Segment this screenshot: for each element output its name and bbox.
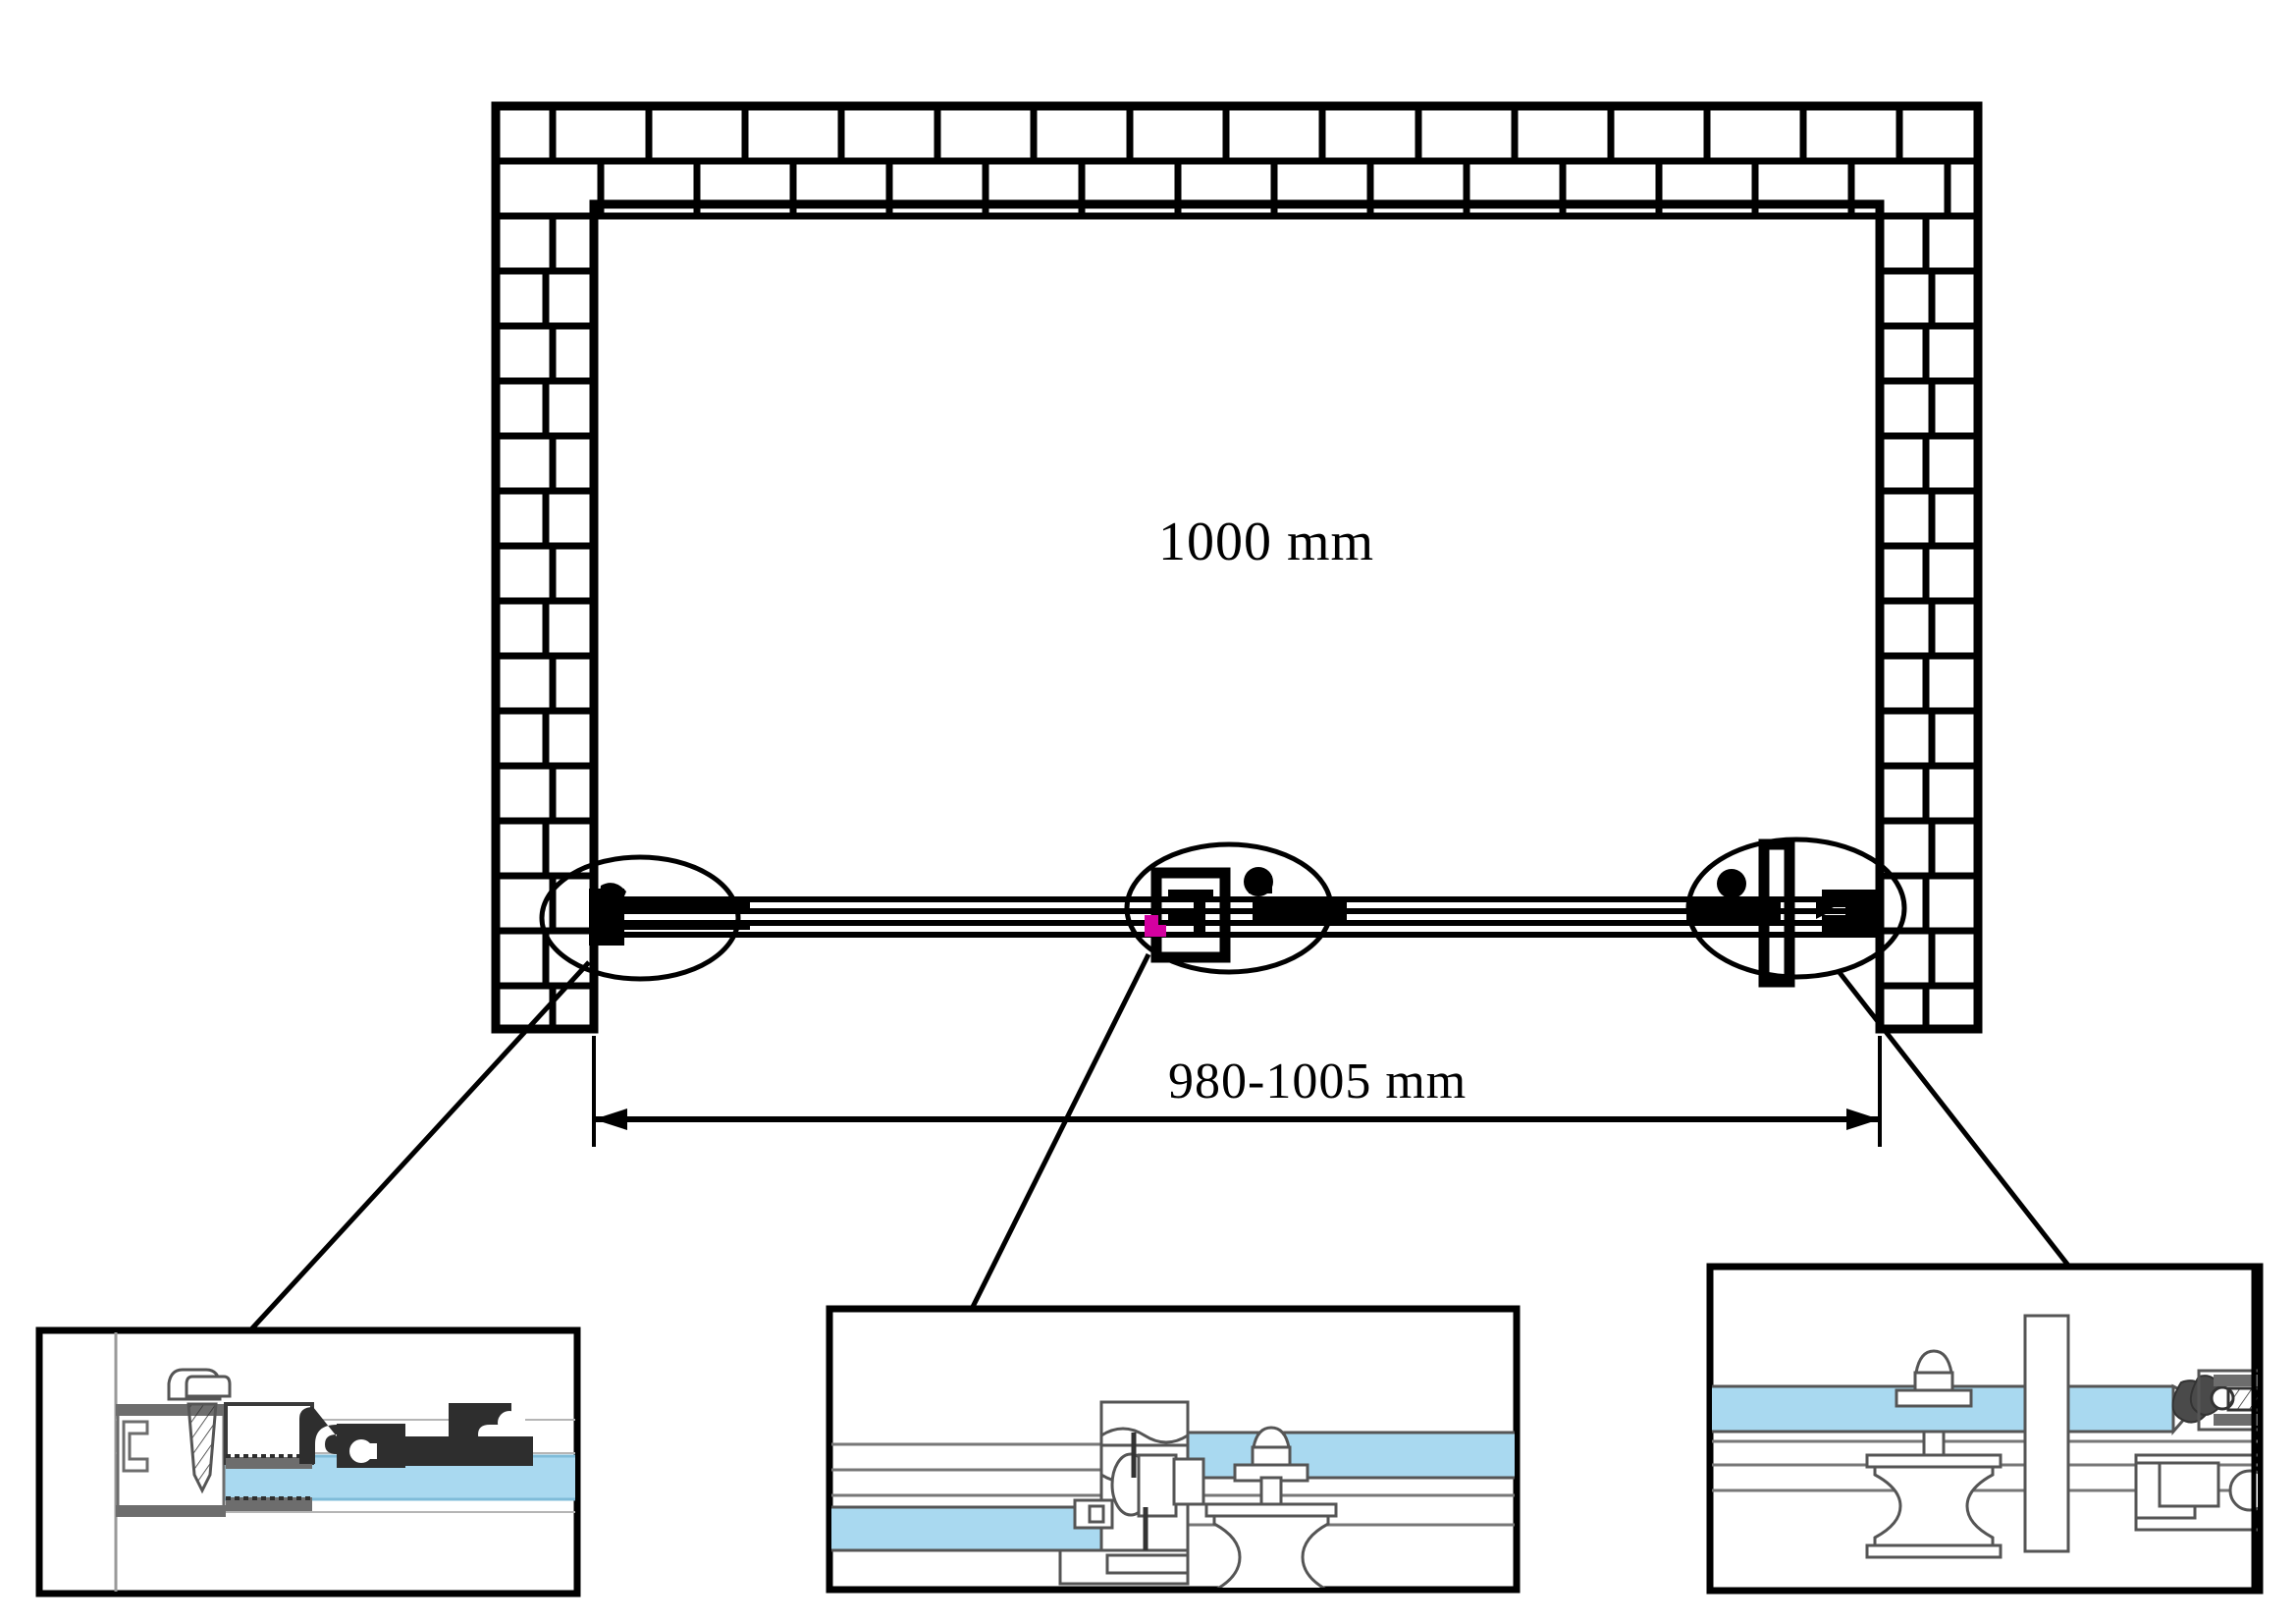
right-roller-handle-main — [1686, 839, 1883, 988]
detail-box-right — [1706, 1263, 2264, 1595]
brick-wall — [491, 101, 1983, 1034]
detail-box-middle — [826, 1305, 1521, 1594]
sliding-door-assembly-main — [589, 839, 1883, 988]
wall-mortar-right-jamb — [1922, 216, 1936, 1029]
leader-line-left — [248, 960, 591, 1332]
screw-shaft-icon — [187, 1402, 218, 1494]
overall-width-dimension: 980-1005 mm — [592, 1036, 1882, 1147]
leader-line-right — [1836, 968, 2071, 1269]
rail-profile-lines — [594, 896, 1880, 938]
dimension-width-label: 980-1005 mm — [1168, 1054, 1467, 1109]
roller-wheel-right — [1865, 1349, 2002, 1559]
wall-mortar-left-jamb — [542, 216, 557, 1029]
wall-mortar-horizontal — [496, 157, 1978, 990]
wall-mortar-vertical-row2 — [597, 161, 1951, 216]
callout-markers — [539, 837, 1907, 982]
handle-bar-right-detail — [2023, 1314, 2070, 1553]
detail-box-left-content — [114, 1332, 575, 1592]
callout-ellipse-right — [1685, 837, 1907, 980]
callout-ellipse-left — [539, 854, 741, 982]
callout-leader-lines — [248, 952, 2071, 1332]
detail-box-right-content — [1712, 1269, 2258, 1589]
detail-box-left — [35, 1326, 581, 1597]
opening-width-label: 1000 mm — [1158, 512, 1374, 572]
wall-anchor-assembly — [2134, 1369, 2258, 1532]
callout-ellipse-middle — [1124, 841, 1334, 975]
wall-mortar-vertical-row1 — [549, 106, 1903, 161]
leader-line-middle — [969, 952, 1151, 1311]
left-wall-profile-main — [589, 883, 750, 946]
dim-arrow-right — [1846, 1109, 1880, 1130]
detail-box-middle-content — [831, 1400, 1515, 1588]
roller-wheel-middle — [1204, 1426, 1338, 1588]
dim-arrow-left — [594, 1109, 627, 1130]
